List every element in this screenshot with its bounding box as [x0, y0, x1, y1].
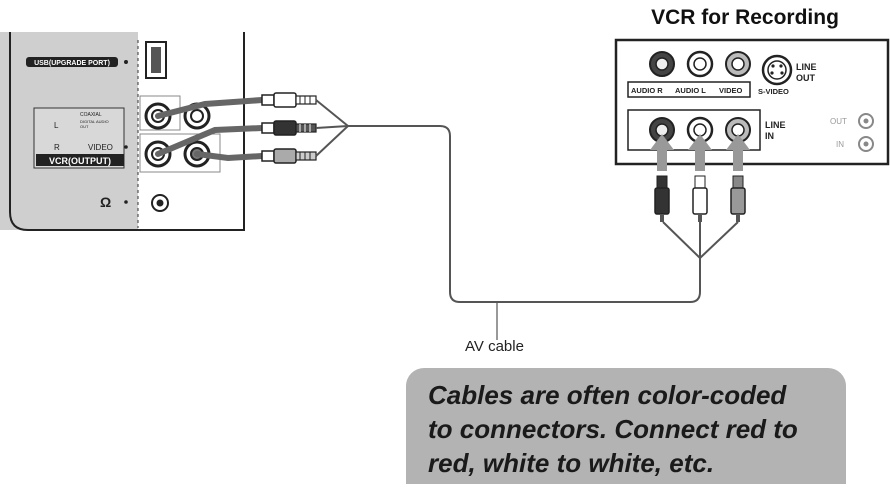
- audio-right-label: R: [54, 143, 60, 152]
- usb-label-badge: [26, 57, 118, 67]
- note-line-2: to connectors. Connect red to: [428, 414, 798, 444]
- usb-label: USB(UPGRADE PORT): [34, 60, 110, 67]
- rca-plug-white: [261, 92, 317, 108]
- tv-headphone-jack: [151, 194, 169, 212]
- video-out-label: VIDEO: [88, 143, 113, 152]
- audio-r-label: AUDIO R: [631, 86, 663, 95]
- tv-audio-right-jack: [144, 140, 172, 168]
- vcr-side-plugs: [650, 134, 750, 222]
- av-cable-label: AV cable: [465, 338, 524, 355]
- color-coding-note: Cables are often color-coded to connecto…: [406, 368, 846, 484]
- plug-arrow-audio-r: [650, 134, 674, 222]
- vcr-title: VCR for Recording: [651, 6, 839, 29]
- vcr-in-audio-l-jack: [686, 116, 714, 144]
- coaxial-label: COAXIAL: [80, 112, 102, 118]
- headphone-icon: Ω: [100, 194, 111, 210]
- rf-out-jack: [858, 113, 874, 129]
- tv-back-panel: USB(UPGRADE PORT) L COAXIAL DIGITAL AUDI…: [0, 32, 245, 231]
- line-out-label-2: OUT: [796, 73, 816, 83]
- rca-plug-yellow: [261, 148, 317, 164]
- rca-plug-red: [261, 120, 317, 136]
- svideo-jack: [761, 54, 793, 86]
- note-line-3: red, white to white, etc.: [428, 448, 715, 478]
- vcr-video-label: VIDEO: [719, 86, 743, 95]
- plug-arrow-video: [726, 134, 750, 222]
- line-out-label-1: LINE: [796, 62, 817, 72]
- rf-in-label: IN: [836, 140, 844, 149]
- av-cable: [315, 99, 739, 340]
- digital-audio-label: DIGITAL AUDIO: [80, 119, 109, 124]
- tv-cable-leads: [155, 97, 265, 162]
- vcr-out-video-jack: [725, 51, 751, 77]
- rf-in-jack: [858, 136, 874, 152]
- vcr-out-audio-r-jack: [649, 51, 675, 77]
- note-line-1: Cables are often color-coded: [428, 380, 787, 410]
- rf-out-label: OUT: [830, 117, 847, 126]
- audio-left-label: L: [54, 121, 59, 130]
- line-in-label-1: LINE: [765, 120, 786, 130]
- digital-audio-out-label: OUT: [80, 124, 89, 129]
- audio-l-label: AUDIO L: [675, 86, 706, 95]
- vcr-output-badge: [36, 154, 124, 166]
- line-in-label-2: IN: [765, 131, 774, 141]
- svideo-label: S-VIDEO: [758, 87, 789, 96]
- vcr-output-label: VCR(OUTPUT): [49, 156, 111, 166]
- vcr-out-audio-l-jack: [686, 50, 714, 78]
- tv-side-plugs: [261, 92, 317, 164]
- plug-arrow-audio-l: [688, 134, 712, 222]
